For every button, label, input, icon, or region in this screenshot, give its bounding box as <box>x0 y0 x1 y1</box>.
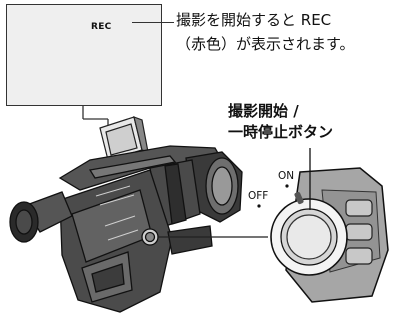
rec-indicator: REC <box>91 22 112 32</box>
rec-description: 撮影を開始すると REC （赤色）が表示されます。 <box>176 8 355 56</box>
button-label-line2: 一時停止ボタン <box>228 123 334 141</box>
rec-leader-line <box>132 22 174 24</box>
lcd-monitor-screen: REC <box>6 4 162 106</box>
rec-description-line1: 撮影を開始すると REC <box>176 11 332 29</box>
flip-monitor <box>99 116 149 161</box>
button-label: 撮影開始 / 一時停止ボタン <box>228 101 333 143</box>
switch-on-label: ON <box>278 170 295 182</box>
record-button <box>286 214 332 260</box>
camera-body <box>9 145 243 313</box>
magnified-button-callout <box>257 148 389 303</box>
rec-description-line2: （赤色）が表示されます。 <box>176 35 355 53</box>
switch-off-label: OFF <box>248 190 269 202</box>
button-label-line1: 撮影開始 / <box>228 102 299 120</box>
